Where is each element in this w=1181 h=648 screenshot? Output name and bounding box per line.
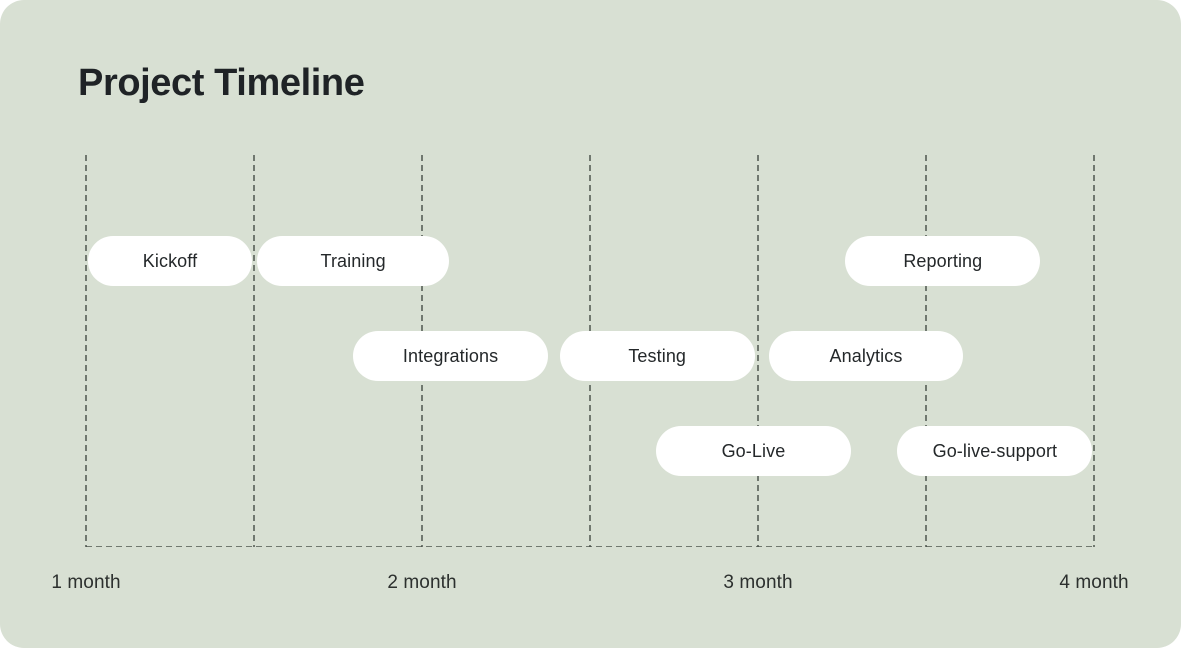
page-title: Project Timeline — [78, 62, 365, 104]
gridline-month-1.5 — [253, 155, 255, 547]
task-label: Training — [320, 250, 386, 271]
task-pill-training[interactable]: Training — [257, 236, 449, 286]
task-pill-go-live-support[interactable]: Go-live-support — [897, 426, 1093, 476]
gridline-month-1 — [85, 155, 87, 547]
task-pill-analytics[interactable]: Analytics — [769, 331, 963, 381]
axis-tick-label-3: 3 month — [723, 572, 793, 593]
axis-tick-label-4: 4 month — [1059, 572, 1129, 593]
task-label: Kickoff — [142, 250, 198, 271]
task-label: Testing — [628, 345, 687, 366]
task-label: Analytics — [829, 345, 903, 366]
task-pill-testing[interactable]: Testing — [559, 331, 755, 381]
task-pill-kickoff[interactable]: Kickoff — [87, 236, 253, 286]
gridline-month-4 — [1093, 155, 1095, 547]
task-label: Go-live-support — [932, 440, 1058, 461]
task-label: Reporting — [903, 250, 983, 271]
task-pill-reporting[interactable]: Reporting — [845, 236, 1041, 286]
axis-tick-label-1: 1 month — [51, 572, 121, 593]
gridline-month-3 — [757, 155, 759, 547]
axis-tick-label-2: 2 month — [387, 572, 457, 593]
task-label: Go-Live — [721, 440, 786, 461]
axis-baseline — [86, 545, 1095, 547]
task-pill-integrations[interactable]: Integrations — [353, 331, 548, 381]
task-label: Integrations — [402, 345, 499, 366]
task-pill-go-live[interactable]: Go-Live — [655, 426, 852, 476]
